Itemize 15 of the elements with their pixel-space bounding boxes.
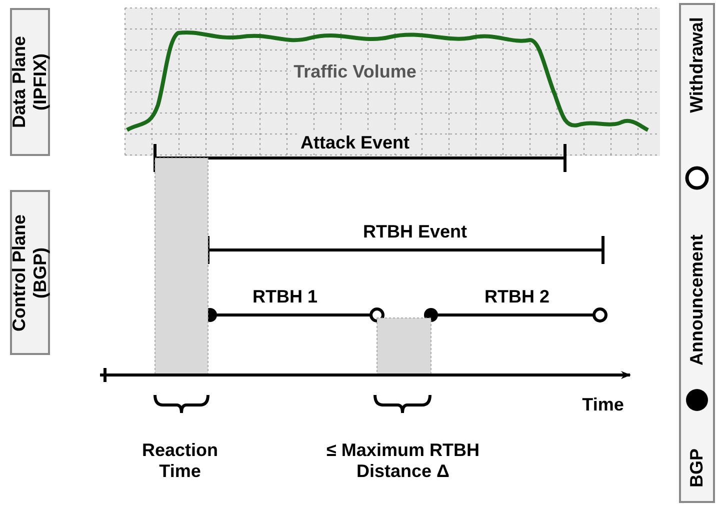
lane-title: Data Plane (IPFIX)	[9, 34, 51, 130]
axis-label: Time	[582, 394, 624, 416]
lane-title: Control Plane (BGP)	[9, 213, 51, 334]
lane-header	[10, 8, 50, 156]
legend-label: Announcement	[686, 234, 708, 366]
annotation-label: ≤ Maximum RTBH Distance Δ	[326, 440, 480, 482]
annotation-label: Reaction Time	[140, 440, 220, 482]
legend-title: BGP	[686, 448, 708, 488]
legend-label: Withdrawal	[686, 17, 708, 113]
chart-label: Traffic Volume	[290, 62, 420, 82]
interval-label: Attack Event	[297, 132, 413, 154]
interval-label: RTBH 2	[484, 286, 550, 308]
interval-label: RTBH 1	[252, 286, 318, 308]
interval-label: RTBH Event	[363, 222, 467, 242]
lane-header	[10, 190, 50, 355]
